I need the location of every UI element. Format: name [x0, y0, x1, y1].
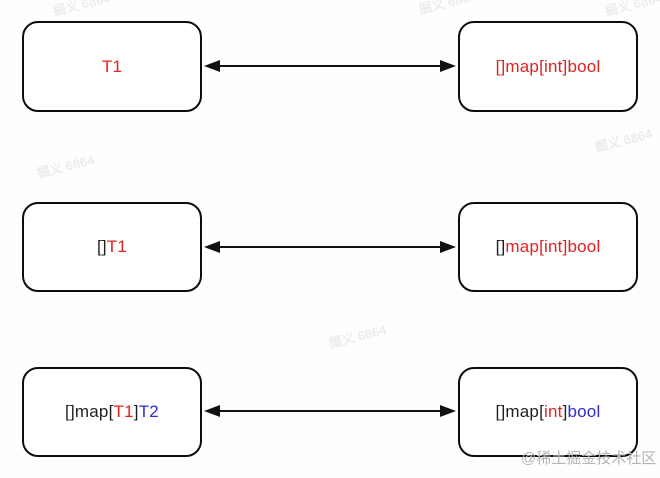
arrowhead-left-icon: [204, 241, 220, 253]
type-node-row3-left: []map[T1]T2: [22, 367, 202, 457]
type-segment: bool: [567, 402, 601, 421]
arrowhead-right-icon: [440, 241, 456, 253]
watermark-text: 掘义 6864: [35, 152, 96, 181]
bidirectional-arrow: [204, 403, 456, 419]
arrow-shaft: [216, 410, 444, 412]
type-label: T1: [102, 57, 122, 77]
type-label: []T1: [97, 237, 127, 257]
type-label: []map[int]bool: [496, 402, 601, 422]
watermark-text: 掘义 6864: [603, 0, 660, 19]
type-segment: []: [96, 237, 107, 256]
arrowhead-left-icon: [204, 405, 220, 417]
community-credit: @稀土掘金技术社区: [521, 450, 657, 467]
type-segment: T1: [106, 237, 128, 256]
type-node-row2-left: []T1: [22, 202, 202, 292]
watermark-text: 掘义 6864: [327, 322, 388, 351]
arrowhead-right-icon: [440, 405, 456, 417]
watermark-text: 掘义 6864: [417, 0, 478, 17]
type-label: []map[int]bool: [496, 57, 601, 77]
arrowhead-right-icon: [440, 60, 456, 72]
type-segment: T1: [113, 402, 134, 421]
type-segment: []: [495, 237, 506, 256]
arrowhead-left-icon: [204, 60, 220, 72]
type-node-row3-right: []map[int]bool: [458, 367, 638, 457]
type-node-row1-left: T1: [22, 21, 202, 112]
bidirectional-arrow: [204, 58, 456, 74]
type-segment: []map[int]bool: [495, 56, 601, 76]
type-segment: ]: [562, 402, 568, 421]
type-node-row2-right: []map[int]bool: [458, 202, 638, 292]
type-node-row1-right: []map[int]bool: [458, 21, 638, 112]
bidirectional-arrow: [204, 239, 456, 255]
type-segment: []map[: [495, 402, 544, 421]
type-segment: T1: [101, 56, 123, 76]
watermark-text: 掘义 6864: [593, 126, 654, 155]
type-segment: []map[: [65, 402, 114, 421]
arrow-shaft: [216, 65, 444, 67]
watermark-text: 掘义 6864: [51, 0, 112, 19]
type-label: []map[int]bool: [496, 237, 601, 257]
arrow-shaft: [216, 246, 444, 248]
type-segment: int: [544, 402, 563, 421]
type-segment: ]: [133, 402, 139, 421]
type-segment: map[int]bool: [505, 237, 601, 256]
type-segment: T2: [138, 402, 159, 421]
type-label: []map[T1]T2: [65, 402, 159, 422]
